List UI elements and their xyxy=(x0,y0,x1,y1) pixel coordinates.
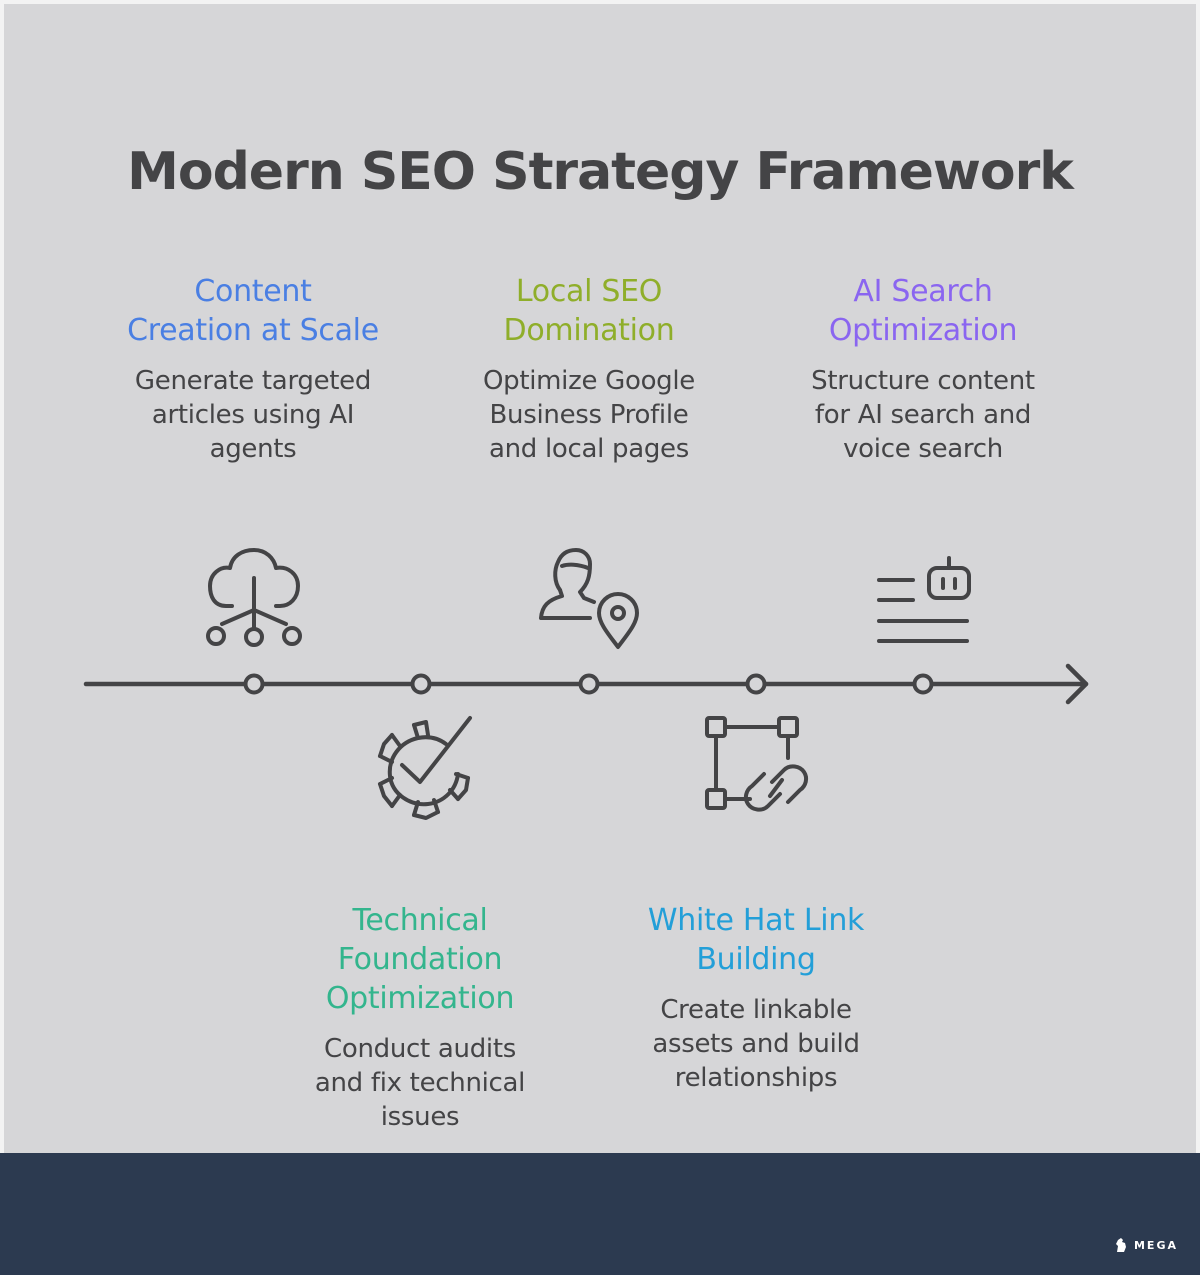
description-line: and fix technical xyxy=(314,1068,526,1098)
description-line: Conduct audits xyxy=(324,1034,516,1064)
heading-line: Technical xyxy=(352,903,488,938)
step-heading: Content Creation at Scale xyxy=(100,272,406,350)
step-description: Conduct audits and fix technical issues xyxy=(282,1032,558,1134)
step-description: Create linkable assets and build relatio… xyxy=(624,993,888,1095)
description-line: Create linkable xyxy=(660,995,852,1025)
description-line: articles using AI xyxy=(151,400,355,430)
step-heading: Local SEO Domination xyxy=(446,272,732,350)
brand-logo[interactable]: MEGA xyxy=(1114,1237,1178,1253)
step-heading: AI Search Optimization xyxy=(772,272,1074,350)
heading-line: Optimization xyxy=(828,313,1018,348)
step-description: Structure content for AI search and voic… xyxy=(772,364,1074,466)
heading-line: Domination xyxy=(503,313,675,348)
description-line: for AI search and xyxy=(814,400,1032,430)
step-heading: White Hat Link Building xyxy=(624,901,888,979)
heading-line: Foundation xyxy=(337,942,503,977)
heading-line: Creation at Scale xyxy=(127,313,379,348)
description-line: Business Profile xyxy=(489,400,689,430)
heading-line: Content xyxy=(194,274,312,309)
description-line: assets and build xyxy=(652,1029,860,1059)
step-heading: Technical Foundation Optimization xyxy=(282,901,558,1018)
heading-line: AI Search xyxy=(853,274,993,309)
person-location-icon xyxy=(539,548,639,649)
step-local-seo: Local SEO Domination Optimize Google Bus… xyxy=(446,272,732,466)
cloud-network-icon xyxy=(206,548,302,647)
gear-check-icon xyxy=(378,716,472,820)
description-line: issues xyxy=(380,1102,460,1132)
heading-line: Local SEO xyxy=(515,274,663,309)
heading-line: Optimization xyxy=(325,981,515,1016)
horse-icon xyxy=(1115,1238,1126,1252)
heading-line: White Hat Link xyxy=(647,903,865,938)
step-description: Generate targeted articles using AI agen… xyxy=(100,364,406,466)
description-line: Optimize Google xyxy=(482,366,696,396)
description-line: voice search xyxy=(843,434,1003,464)
step-content-creation: Content Creation at Scale Generate targe… xyxy=(100,272,406,466)
brand-name: MEGA xyxy=(1133,1238,1178,1252)
description-line: Generate targeted xyxy=(134,366,372,396)
step-description: Optimize Google Business Profile and loc… xyxy=(446,364,732,466)
step-ai-search: AI Search Optimization Structure content… xyxy=(772,272,1074,466)
chain-link-square-icon xyxy=(705,716,809,812)
description-line: and local pages xyxy=(488,434,689,464)
description-line: Structure content xyxy=(811,366,1035,396)
description-line: agents xyxy=(209,434,297,464)
heading-line: Building xyxy=(696,942,816,977)
page-title: Modern SEO Strategy Framework xyxy=(127,142,1074,202)
description-line: relationships xyxy=(674,1063,838,1093)
step-technical: Technical Foundation Optimization Conduc… xyxy=(282,901,558,1134)
step-link-building: White Hat Link Building Create linkable … xyxy=(624,901,888,1095)
infographic-canvas xyxy=(4,4,1196,1153)
robot-text-icon xyxy=(877,556,971,643)
footer-bar: MEGA xyxy=(0,1153,1200,1275)
